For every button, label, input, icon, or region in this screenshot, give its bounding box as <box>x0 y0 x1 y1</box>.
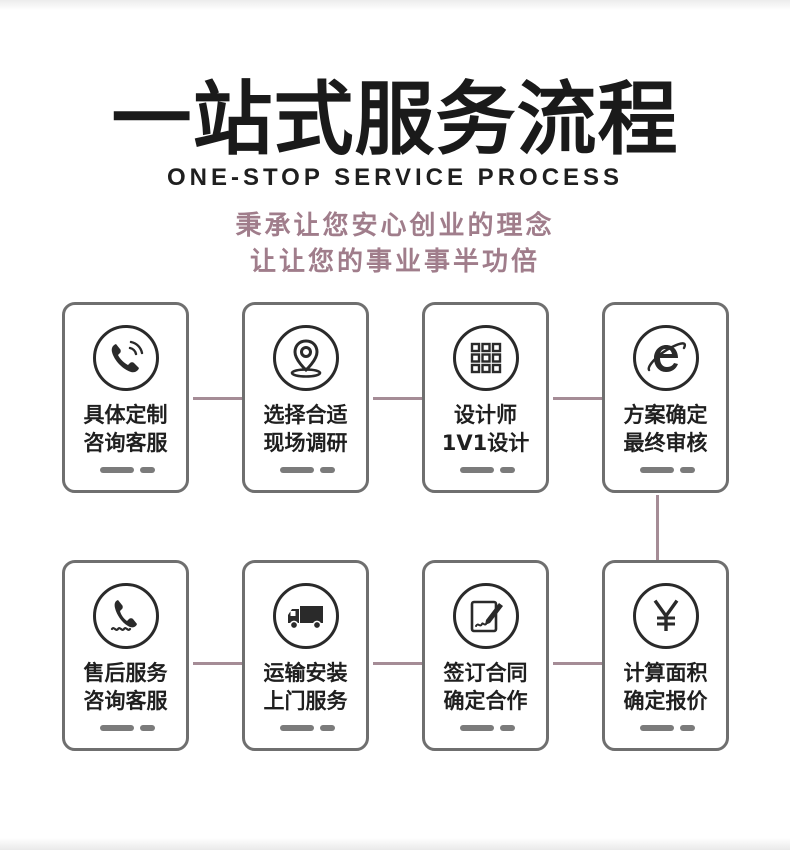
step-title: 售后服务 <box>83 661 168 685</box>
top-shadow <box>0 0 790 10</box>
step-subtitle: 1V1设计 <box>441 431 530 455</box>
step-subtitle: 现场调研 <box>263 431 348 455</box>
step-subtitle: 最终审核 <box>623 431 708 455</box>
page-subtitle: ONE-STOP SERVICE PROCESS <box>166 164 624 191</box>
step-title: 设计师 <box>454 403 517 427</box>
step-title: 运输安装 <box>263 661 348 685</box>
decorative-dash <box>640 467 674 473</box>
decorative-dash <box>280 725 314 731</box>
step-card: 运输安装 上门服务 <box>242 560 369 751</box>
step-card: 选择合适 现场调研 <box>242 302 369 493</box>
decorative-dash <box>500 725 515 731</box>
truck-icon <box>273 583 339 649</box>
step-subtitle: 咨询客服 <box>83 689 168 713</box>
grid-icon <box>453 325 519 391</box>
step-card: 方案确定 最终审核 <box>602 302 729 493</box>
decorative-dash <box>680 467 695 473</box>
phone-icon <box>93 325 159 391</box>
tagline-line-1: 秉承让您安心创业的理念 <box>235 211 555 241</box>
step-card: 签订合同 确定合作 <box>422 560 549 751</box>
decorative-dash <box>100 467 134 473</box>
step-title: 签订合同 <box>443 661 528 685</box>
decorative-dash <box>320 725 335 731</box>
handset-icon <box>93 583 159 649</box>
step-title: 方案确定 <box>623 403 708 427</box>
decorative-dash <box>460 725 494 731</box>
connector <box>553 662 604 665</box>
decorative-dash <box>500 467 515 473</box>
connector <box>373 662 424 665</box>
bottom-shadow <box>0 838 790 850</box>
tagline-line-2: 让让您的事业事半功倍 <box>249 247 540 277</box>
step-card: 具体定制 咨询客服 <box>62 302 189 493</box>
step-card: 售后服务 咨询客服 <box>62 560 189 751</box>
decorative-dash <box>320 467 335 473</box>
connector <box>193 397 244 400</box>
decorative-dash <box>100 725 134 731</box>
contract-sign-icon <box>453 583 519 649</box>
step-title: 选择合适 <box>263 403 348 427</box>
location-pin-icon <box>273 325 339 391</box>
decorative-dash <box>140 467 155 473</box>
connector <box>373 397 424 400</box>
decorative-dash <box>640 725 674 731</box>
step-card: 计算面积 确定报价 <box>602 560 729 751</box>
step-card: 设计师 1V1设计 <box>422 302 549 493</box>
step-title: 具体定制 <box>83 403 168 427</box>
step-subtitle: 咨询客服 <box>83 431 168 455</box>
decorative-dash <box>280 467 314 473</box>
step-subtitle: 确定报价 <box>623 689 708 713</box>
connector <box>553 397 604 400</box>
page-title: 一站式服务流程 <box>111 73 679 166</box>
yen-icon <box>633 583 699 649</box>
browser-e-icon <box>633 325 699 391</box>
step-subtitle: 确定合作 <box>443 689 528 713</box>
decorative-dash <box>680 725 695 731</box>
connector <box>656 495 659 561</box>
step-title: 计算面积 <box>623 661 708 685</box>
connector <box>193 662 244 665</box>
decorative-dash <box>140 725 155 731</box>
step-subtitle: 上门服务 <box>263 689 348 713</box>
decorative-dash <box>460 467 494 473</box>
